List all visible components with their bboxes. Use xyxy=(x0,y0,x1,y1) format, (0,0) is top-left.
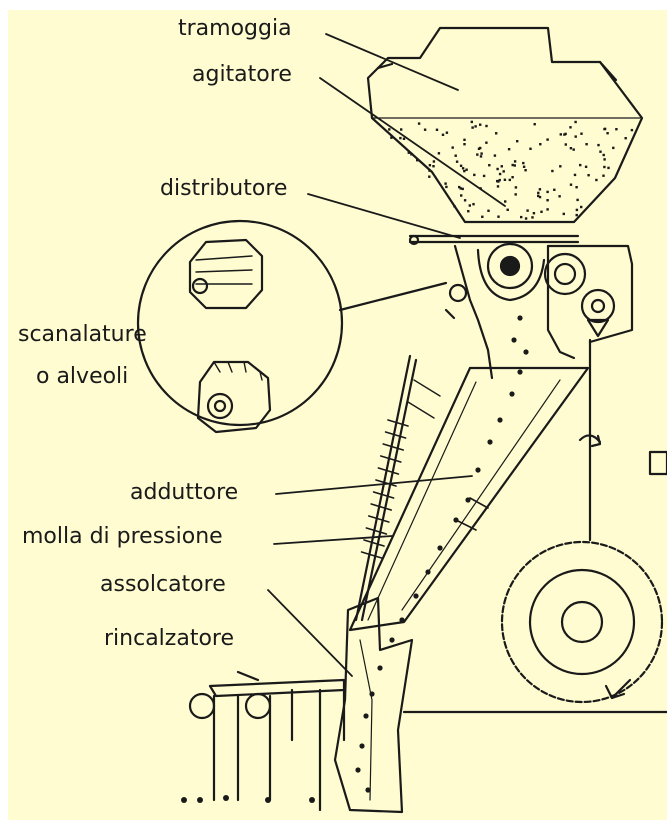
label-adduttore: adduttore xyxy=(130,480,238,506)
furrow-opener xyxy=(335,598,412,812)
label-agitatore: agitatore xyxy=(192,62,292,88)
metering-unit xyxy=(410,236,632,378)
label-distributore: distributore xyxy=(160,176,287,202)
drive-wheel xyxy=(404,340,667,712)
soil-seeds xyxy=(181,795,315,803)
hopper-seeds xyxy=(388,121,633,220)
hopper xyxy=(368,28,642,222)
label-scanalature: scanalature xyxy=(18,322,147,348)
press-wheels xyxy=(190,672,344,810)
label-rincalzatore: rincalzatore xyxy=(104,626,234,652)
magnifier xyxy=(138,221,446,432)
label-assolcatore: assolcatore xyxy=(100,572,226,598)
label-molla-di-pressione: molla di pressione xyxy=(22,524,223,550)
tube-seeds xyxy=(355,315,528,792)
label-tramoggia: tramoggia xyxy=(178,16,292,42)
label-alveoli: o alveoli xyxy=(36,364,128,390)
